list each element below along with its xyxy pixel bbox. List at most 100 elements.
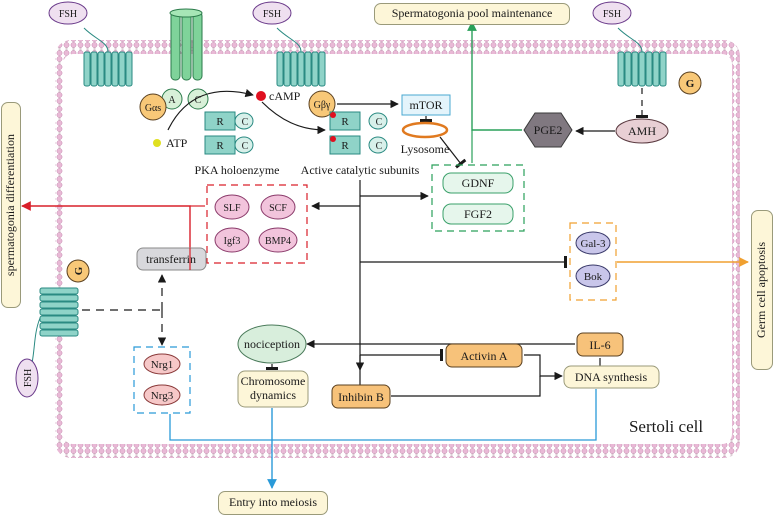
bmp4-label: BMP4	[265, 236, 291, 247]
g-beta-gamma: Gβγ	[308, 90, 336, 118]
nrg3-ellipse	[143, 384, 181, 406]
svg-text:FSH: FSH	[59, 9, 77, 20]
mtor-label: mTOR	[409, 98, 442, 112]
active-subunits-label: Active catalytic subunits	[301, 163, 420, 177]
gal3-bok-group	[569, 222, 617, 301]
pge2-hexagon	[523, 112, 573, 148]
atp-molecule	[153, 139, 161, 147]
outcome-entry-into-meiosis: Entry into meiosis	[218, 491, 328, 515]
bok-label: Bok	[584, 271, 603, 283]
nociception-label: nociception	[244, 337, 300, 351]
cell-label: Sertoli cell	[629, 417, 703, 436]
g-protein-left: G	[66, 259, 90, 283]
adenylyl-cyclase: A C	[161, 8, 209, 110]
svg-text:G: G	[686, 78, 695, 90]
nrg-to-meiosis-line	[169, 414, 272, 441]
fsh-receptor-3	[617, 27, 667, 87]
gdnf-fgf2-group	[431, 164, 525, 232]
nociception-ellipse	[237, 324, 307, 364]
differentiation-label: spermatogonia differentiation	[3, 133, 18, 277]
outcome-pool-maintenance: Spermatogonia pool maintenance	[374, 3, 570, 25]
camp-label: cAMP	[269, 89, 301, 103]
transferrin-label: transferrin	[146, 252, 196, 266]
svg-text:C: C	[242, 117, 249, 128]
atp-label: ATP	[166, 136, 188, 150]
inhibin-box	[331, 384, 391, 409]
nrg1-ellipse	[143, 353, 181, 375]
activin-to-dna-arrow	[524, 354, 563, 381]
svg-text:C: C	[376, 141, 383, 152]
svg-text:C: C	[376, 117, 383, 128]
lysosome-inhibits-gdnf	[439, 136, 467, 169]
apoptosis-label: Germ cell apoptosis	[754, 242, 769, 338]
scf-ellipse	[260, 194, 296, 220]
outcome-germ-cell-apoptosis: Germ cell apoptosis	[751, 210, 773, 370]
fsh-receptor-4	[31, 287, 79, 364]
lysosome	[401, 121, 449, 139]
dna-synthesis-box	[563, 365, 660, 389]
slf-label: SLF	[223, 203, 241, 214]
fsh-ligand-4: FSH	[15, 358, 39, 398]
amh-label: AMH	[628, 124, 656, 138]
fsh-receptor-1	[83, 27, 133, 87]
bok-ellipse	[575, 264, 611, 288]
dna-synthesis-label: DNA synthesis	[575, 370, 648, 384]
pink-factor-group	[206, 184, 308, 264]
svg-text:FSH: FSH	[603, 9, 621, 20]
active-catalytic-subunits: R R C C	[329, 111, 388, 155]
slf-ellipse	[214, 194, 250, 220]
outcome-spermatogonia-differentiation: spermatogonia differentiation	[1, 102, 21, 308]
svg-text:G: G	[73, 266, 85, 275]
igf3-ellipse	[214, 227, 250, 253]
pka-holoenzyme-label: PKA holoenzyme	[195, 163, 280, 177]
il6-label: IL-6	[589, 338, 610, 352]
g-protein-right: G	[678, 71, 702, 95]
fgf2-box	[442, 203, 514, 225]
chromosome-box	[237, 370, 309, 408]
fsh-receptor-2	[276, 27, 326, 87]
inhibin-label: Inhibin B	[338, 390, 384, 404]
igf3-label: Igf3	[224, 236, 241, 247]
svg-text:FSH: FSH	[263, 9, 281, 20]
pka-holoenzyme: R R C C	[204, 111, 254, 155]
lysosome-label: Lysosome	[401, 142, 450, 156]
gdnf-label: GDNF	[462, 176, 495, 190]
fsh-ligand-2: FSH	[252, 1, 292, 25]
fsh-ligand-1: FSH	[48, 1, 88, 25]
gal3-label: Gal-3	[580, 238, 606, 250]
nrg1-label: Nrg1	[151, 359, 173, 371]
fgf2-label: FGF2	[464, 207, 492, 221]
svg-text:R: R	[216, 116, 224, 128]
transferrin-box	[136, 247, 207, 271]
bmp4-ellipse	[258, 227, 298, 253]
svg-text:Gβγ: Gβγ	[314, 100, 331, 111]
mtor-box	[401, 94, 451, 116]
scf-label: SCF	[269, 203, 287, 214]
fsh-ligand-3: FSH	[592, 1, 632, 25]
svg-text:R: R	[341, 116, 349, 128]
gal3-ellipse	[575, 231, 611, 255]
svg-text:R: R	[341, 140, 349, 152]
camp-activation-arrow	[261, 101, 326, 135]
atp-to-camp-arrow	[167, 89, 254, 131]
nrg-group	[133, 346, 191, 414]
nrg3-label: Nrg3	[151, 390, 174, 402]
g-alpha-s: Gαs	[139, 93, 167, 121]
svg-text:R: R	[216, 140, 224, 152]
svg-text:A: A	[168, 95, 176, 106]
camp-molecule	[256, 91, 266, 101]
inhibin-to-dna-arrow	[391, 376, 541, 397]
il6-box	[576, 332, 624, 357]
svg-text:Gαs: Gαs	[145, 103, 161, 114]
activin-box	[445, 343, 523, 368]
svg-text:FSH: FSH	[23, 369, 34, 387]
dna-to-meiosis-line	[272, 389, 597, 441]
amh-ellipse	[615, 118, 669, 144]
activin-label: Activin A	[461, 349, 508, 363]
pge2-label: PGE2	[534, 123, 563, 137]
svg-text:C: C	[195, 95, 202, 106]
svg-text:C: C	[242, 141, 249, 152]
gdnf-box	[442, 172, 514, 194]
